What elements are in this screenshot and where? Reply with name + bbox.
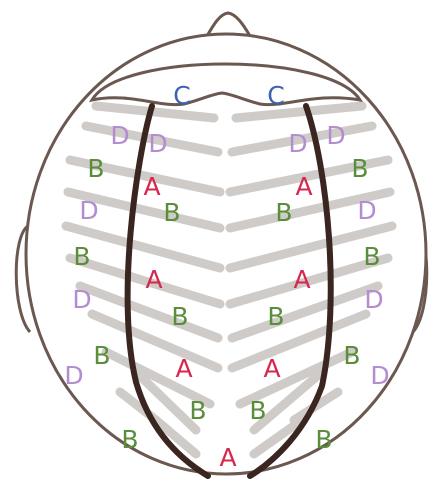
section-label-b: B — [121, 425, 138, 454]
part-line-right — [247, 103, 334, 479]
section-label-b: B — [363, 242, 380, 271]
section-label-c: C — [173, 81, 190, 110]
section-label-d: D — [364, 285, 383, 314]
strand-left-3 — [131, 367, 201, 435]
section-label-b: B — [163, 198, 180, 227]
strand-right-5 — [227, 309, 371, 373]
section-label-d: D — [64, 361, 83, 390]
section-label-b: B — [249, 396, 266, 425]
strand-left-10 — [65, 155, 225, 197]
section-label-b: B — [343, 341, 360, 370]
strand-right-12 — [231, 101, 367, 123]
section-label-b: B — [275, 198, 292, 227]
strand-left-12 — [91, 101, 219, 123]
strand-right-10 — [225, 155, 393, 197]
section-label-d: D — [370, 361, 389, 390]
strand-right-9 — [225, 187, 395, 233]
section-label-a: A — [145, 265, 162, 294]
section-label-b: B — [267, 302, 284, 331]
section-label-a: A — [295, 172, 312, 201]
section-label-d: D — [72, 285, 91, 314]
section-label-b: B — [315, 425, 332, 454]
section-label-b: B — [93, 341, 110, 370]
left-ear — [14, 224, 32, 334]
section-label-b: B — [73, 242, 90, 271]
section-label-a: A — [219, 443, 236, 472]
section-label-d: D — [288, 129, 307, 158]
section-label-a: A — [263, 354, 280, 383]
strand-right-1 — [249, 415, 307, 459]
strand-right-7 — [225, 253, 393, 309]
strand-right-3 — [249, 367, 327, 435]
section-label-a: A — [143, 172, 160, 201]
strand-right-8 — [225, 221, 397, 273]
front-section — [88, 62, 364, 107]
section-label-d: D — [110, 121, 129, 150]
section-label-d: D — [357, 196, 376, 225]
section-label-d: D — [79, 196, 98, 225]
strand-left-11 — [81, 121, 223, 157]
section-label-b: B — [87, 154, 104, 183]
strand-right-4 — [235, 347, 357, 409]
section-label-d: D — [148, 129, 167, 158]
section-label-b: B — [189, 396, 206, 425]
section-label-c: C — [267, 81, 284, 110]
strand-left-4 — [101, 347, 215, 409]
section-label-b: B — [171, 302, 188, 331]
strand-left-7 — [65, 253, 225, 309]
strand-left-6 — [75, 281, 223, 343]
strand-left-1 — [151, 415, 201, 459]
strand-left-8 — [61, 221, 225, 273]
section-label-a: A — [293, 265, 310, 294]
nose — [205, 11, 252, 37]
section-label-a: A — [175, 354, 192, 383]
braid-strands — [61, 101, 397, 459]
section-label-d: D — [326, 121, 345, 150]
section-label-b: B — [351, 154, 368, 183]
strand-right-11 — [227, 121, 377, 157]
strand-left-5 — [87, 309, 223, 373]
strand-left-9 — [63, 187, 225, 233]
strand-right-6 — [227, 281, 383, 343]
part-line-left — [124, 103, 211, 479]
